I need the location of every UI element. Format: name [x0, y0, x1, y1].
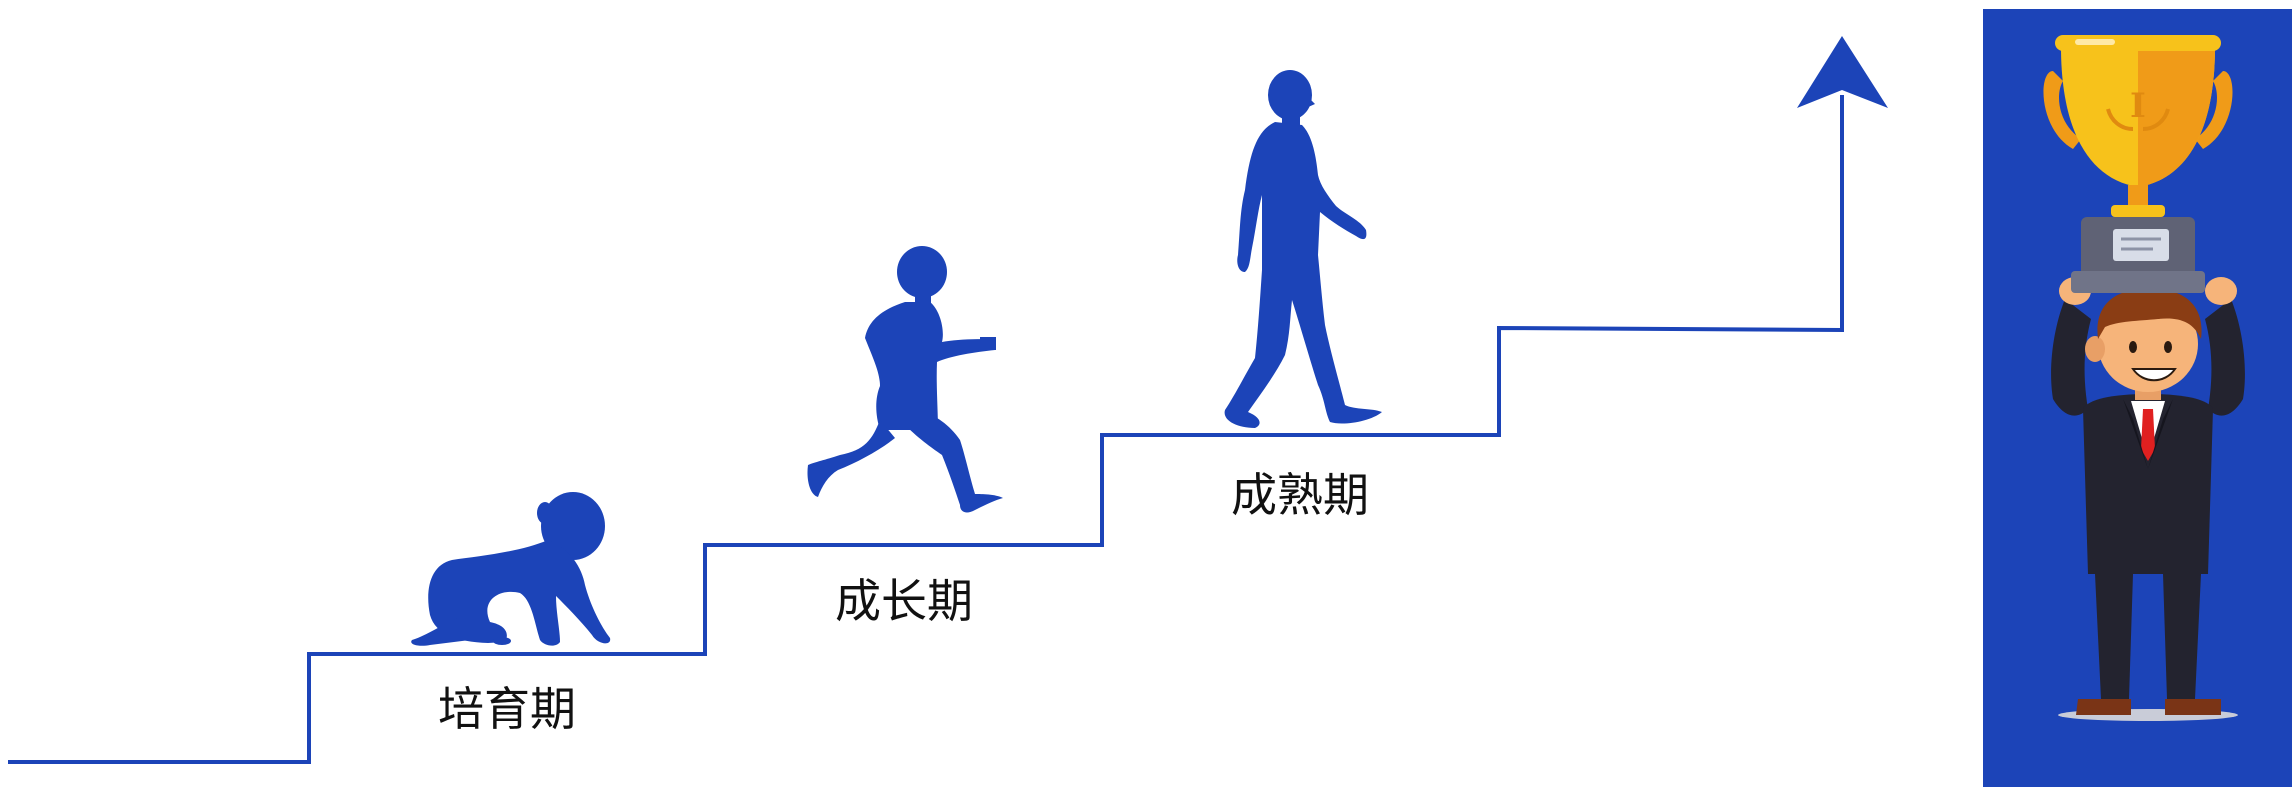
achievement-panel: I [1983, 9, 2292, 787]
trophy-icon: I [2043, 35, 2233, 293]
walking-man-icon [1224, 70, 1382, 428]
crawling-baby-icon [411, 492, 611, 646]
running-child-icon [807, 246, 1003, 513]
staircase-line [8, 95, 1844, 764]
stage-label-nurturing: 培育期 [438, 682, 576, 736]
stage-label-maturity: 成熟期 [1231, 468, 1369, 522]
businessman-icon [2051, 277, 2245, 721]
stage-label-growth: 成长期 [835, 574, 973, 628]
arrow-up-icon [1797, 36, 1888, 108]
svg-text:I: I [2130, 86, 2146, 126]
